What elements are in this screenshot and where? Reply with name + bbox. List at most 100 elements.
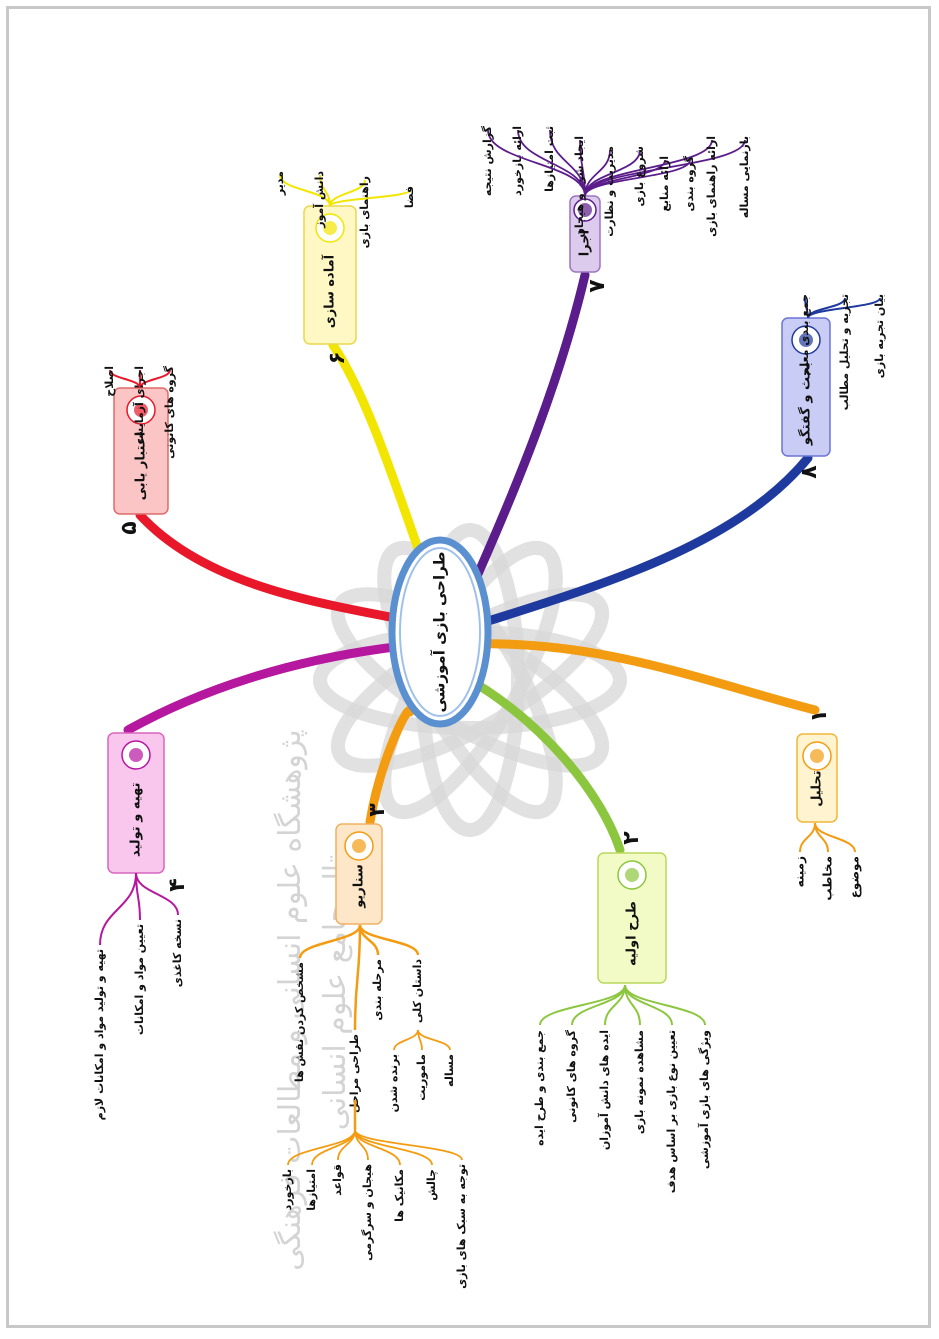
connector — [109, 369, 141, 389]
child-b2-0: ویژگی های بازی آموزشی — [697, 1030, 711, 1169]
connector — [329, 189, 411, 207]
branch-b3: سناریو ۳ مشخص کردن نقش ها مرحله بندی داستان … — [281, 705, 468, 1289]
child-b1-1: مخاطب — [821, 856, 835, 901]
child-b3-story-0: مساله — [443, 1054, 456, 1087]
child-b7-0: بازنمایی مساله — [738, 136, 751, 218]
node-b2-label: طرح اولیه — [625, 901, 640, 966]
child-b2-4: گروه های کانونی — [565, 1029, 578, 1122]
child-b3-stage-2: مکانیک ها — [393, 1169, 406, 1222]
branch-b1-trunk — [465, 639, 820, 715]
node-b6[interactable]: آماده سازی — [303, 205, 357, 345]
node-b8-number: ۸ — [797, 465, 822, 479]
child-b3-stage-6: بازخورد — [281, 1169, 294, 1210]
child-b3-stage-5: امتیازها — [305, 1169, 318, 1211]
connector — [319, 174, 331, 207]
branch-b7: اجرا ۷ بازنمایی مساله ارائه راهنمای بازی گرو… — [465, 125, 751, 597]
node-b2[interactable]: طرح اولیه — [597, 852, 667, 984]
connector — [799, 822, 816, 853]
child-b3-0: مشخص کردن نقش ها — [293, 962, 306, 1082]
watermark-text-1: پژوهشگاه علوم انسانی و مطالعات فرهنگی — [273, 729, 308, 1271]
node-b8[interactable]: بحث و گفتگو — [781, 317, 831, 457]
connector — [393, 1029, 419, 1051]
node-b1-label: تحلیل — [810, 770, 825, 806]
central-title: طراحی بازی آموزشی — [431, 551, 449, 712]
production-icon — [121, 740, 151, 770]
lightbulb-icon — [617, 860, 647, 890]
node-b5[interactable]: اعتبار یابی — [113, 387, 169, 515]
connector — [354, 1129, 463, 1161]
node-b1-number: ۱ — [807, 709, 832, 722]
node-b5-label: اعتبار یابی — [134, 432, 149, 501]
discussion-icon — [791, 325, 821, 355]
child-b8-1: تجزیه و تحلیل مطالب — [838, 294, 851, 410]
node-b4[interactable]: تهیه و تولید — [107, 732, 165, 874]
connector — [279, 174, 331, 207]
connector — [584, 139, 713, 197]
child-b6-2: راهنمای بازی — [358, 176, 371, 248]
child-b2-1: تعیین نوع بازی بر اساس هدف — [665, 1030, 678, 1193]
child-b6-3: فضا — [403, 186, 416, 208]
child-b1-2: زمینه — [793, 856, 807, 888]
child-b7-7: ثبت امتیازها — [543, 126, 556, 192]
branch-b2: طرح اولیه ۲ ویژگی های بازی آموزشی تعیین نوع… — [460, 672, 711, 1193]
connector — [417, 1029, 451, 1051]
child-b3-1: مرحله بندی — [371, 959, 384, 1021]
node-b7-number: ۷ — [585, 279, 610, 293]
central-ellipse — [388, 536, 492, 728]
magnifier-icon — [802, 741, 832, 771]
connector — [807, 297, 846, 319]
connector — [624, 984, 706, 1026]
node-b5-number: ۵ — [117, 521, 142, 534]
child-b3-story-2: برنده شدن — [387, 1054, 400, 1112]
node-b2-number: ۲ — [619, 831, 644, 845]
connector — [354, 1129, 433, 1166]
child-b7-3: ارائه منابع — [658, 156, 671, 212]
connector — [358, 924, 420, 956]
child-b7-2: گروه بندی — [683, 155, 696, 211]
node-b4-label: تهیه و تولید — [129, 783, 144, 858]
child-b4-1: تعیین مواد و امکانات — [133, 924, 146, 1035]
branch-b7-trunk — [465, 270, 590, 597]
branch-b3-trunk — [365, 705, 415, 827]
child-b7-1: ارائه راهنمای بازی — [705, 136, 718, 237]
child-b3-2: داستان کلی — [411, 959, 424, 1023]
child-b3-stage-4: قواعد — [331, 1164, 344, 1196]
checklist-icon — [126, 395, 156, 425]
connector — [487, 129, 586, 197]
child-b3-story-1: ماموریت — [415, 1054, 428, 1101]
child-b3-stage-0: توجه به سبک های بازی — [455, 1164, 468, 1289]
connector — [584, 149, 641, 197]
child-b3-3: طراحی مراحل — [348, 1034, 361, 1113]
child-b3-stage-1: چالش — [425, 1169, 438, 1201]
node-b3-label: سناریو — [352, 864, 367, 909]
child-b7-9: گزارش نتیجه — [481, 125, 494, 196]
node-b3-number: ۳ — [365, 803, 390, 817]
node-b1[interactable]: تحلیل — [796, 733, 838, 823]
node-b6-number: ۶ — [325, 351, 350, 364]
child-b7-5: مدیریت و نظارت — [603, 146, 616, 237]
branch-b8-trunk — [480, 453, 813, 627]
node-b7[interactable]: اجرا — [569, 195, 601, 273]
branch-b5-trunk — [135, 510, 395, 622]
branch-b6-trunk — [328, 340, 435, 587]
connector — [99, 872, 137, 946]
node-b4-number: ۴ — [165, 878, 190, 891]
branch-b8: بحث و گفتگو ۸ بیان تجربه بازی تجزیه و تحلیل… — [480, 294, 886, 627]
connector — [353, 924, 362, 1031]
child-b8-2: جمع بندی معلم — [798, 294, 811, 376]
child-b6-1: دانش آموز — [312, 171, 326, 229]
connector — [804, 297, 809, 319]
child-b5-1: اجرای آزمایشی — [132, 366, 146, 450]
branch-b4: تهیه و تولید ۴ نسخه کاغذی تعیین مواد و امکا… — [93, 642, 400, 1120]
child-b7-4: شروع بازی — [633, 146, 646, 207]
child-b8-0: بیان تجربه بازی — [873, 294, 886, 378]
node-b3[interactable]: سناریو — [335, 823, 383, 925]
child-b4-0: نسخه کاغذی — [171, 919, 184, 987]
child-b5-2: اصلاح — [103, 366, 116, 397]
connector — [287, 1129, 356, 1166]
connector — [539, 984, 626, 1026]
central-topic[interactable]: طراحی بازی آموزشی — [388, 536, 492, 728]
